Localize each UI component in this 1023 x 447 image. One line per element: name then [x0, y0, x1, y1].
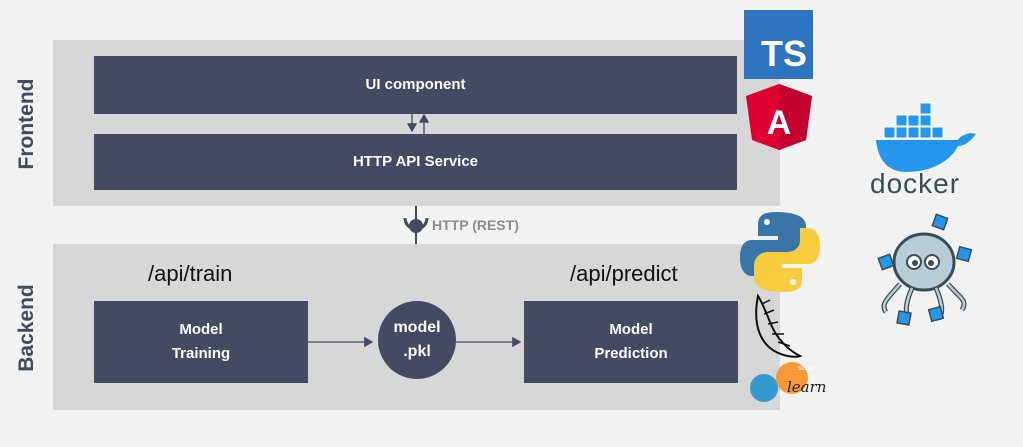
model-prediction-line2: Prediction [594, 345, 668, 362]
route-predict-label: /api/predict [570, 261, 678, 286]
docker-icon [876, 102, 976, 172]
ui-component-box: UI component [94, 56, 737, 114]
model-training-line1: Model [179, 321, 223, 338]
sklearn-icon: scikit [750, 362, 816, 402]
ui-component-label: UI component [365, 76, 466, 93]
model-pkl-line2: .pkl [403, 343, 431, 360]
http-api-service-label: HTTP API Service [352, 153, 479, 170]
model-pkl-line1: model [393, 319, 441, 336]
python-icon [740, 212, 820, 292]
sklearn-label: learn [787, 378, 827, 396]
model-prediction-line1: Model [609, 321, 653, 338]
sklearn-small-label: scikit [798, 364, 816, 372]
model-prediction-box: Model Prediction [524, 301, 738, 383]
http-api-service-box: HTTP API Service [94, 134, 737, 190]
typescript-label: TS [760, 33, 807, 74]
docker-compose-octopus-icon [877, 213, 973, 326]
http-rest-label: HTTP (REST) [432, 217, 519, 233]
model-pkl-circle: model .pkl [378, 301, 456, 379]
route-train-label: /api/train [148, 261, 233, 286]
angular-icon: A [746, 84, 812, 150]
model-training-box: Model Training [94, 301, 308, 383]
typescript-icon: TS [744, 10, 813, 79]
model-training-line2: Training [171, 345, 231, 362]
flask-icon [755, 293, 803, 358]
docker-label: docker [870, 168, 961, 199]
svg-text:A: A [767, 104, 792, 142]
